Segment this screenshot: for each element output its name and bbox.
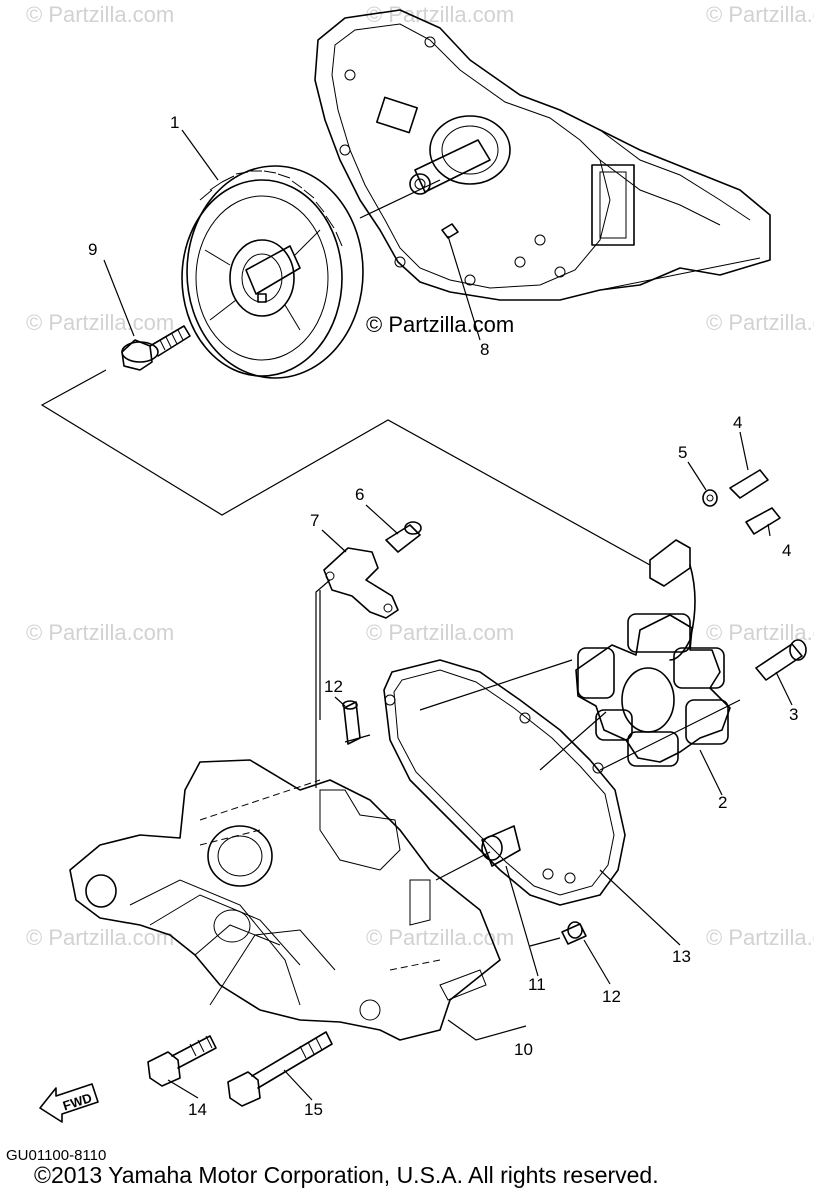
watermark: © Partzilla.com	[366, 2, 515, 27]
fwd-arrow-icon: FWD	[39, 1083, 99, 1123]
callout-leaders	[103, 129, 793, 1101]
watermark: © Partzilla.com	[706, 925, 814, 950]
watermark: © Partzilla.com	[26, 925, 175, 950]
stator	[575, 613, 807, 767]
callout-2: 2	[718, 793, 727, 812]
callout-12b: 12	[602, 987, 621, 1006]
callout-1: 1	[170, 113, 179, 132]
callout-11: 11	[528, 975, 546, 994]
watermark: © Partzilla.com	[26, 2, 175, 27]
dowel-pins	[342, 700, 587, 945]
callout-7: 7	[310, 511, 319, 530]
callout-15: 15	[304, 1100, 323, 1119]
callout-6: 6	[355, 485, 364, 504]
cover-bolts	[147, 1031, 333, 1107]
callout-3: 3	[789, 705, 798, 724]
copyright-notice: ©2013 Yamaha Motor Corporation, U.S.A. A…	[34, 1162, 659, 1188]
callout-5: 5	[678, 443, 687, 462]
gasket	[383, 659, 626, 906]
flywheel-bolt	[121, 325, 191, 371]
diagram-code: GU01100-8110	[6, 1147, 107, 1164]
watermark: © Partzilla.com	[366, 925, 515, 950]
callout-8: 8	[480, 340, 489, 359]
callout-9: 9	[88, 240, 97, 259]
callout-10: 10	[514, 1040, 533, 1059]
assembly-lines	[40, 179, 651, 566]
watermark: © Partzilla.com	[26, 620, 175, 645]
center-watermark: © Partzilla.com	[366, 312, 515, 337]
callout-12a: 12	[324, 677, 343, 696]
callout-14: 14	[188, 1100, 207, 1119]
crankcase-cover	[69, 579, 501, 1041]
watermark: © Partzilla.com	[26, 310, 175, 335]
lead-clamp	[649, 469, 781, 661]
callout-4b: 4	[782, 541, 791, 560]
engine-housing	[314, 9, 771, 301]
watermark: © Partzilla.com	[706, 310, 814, 335]
callouts: 1 9 8 4 5 6 7 4 12 3 2 13 11 12 10 14 15	[88, 113, 798, 1119]
collar	[481, 825, 521, 867]
pickup-coil	[323, 521, 422, 619]
watermark: © Partzilla.com	[366, 620, 515, 645]
flywheel	[181, 165, 364, 379]
watermark: © Partzilla.com	[706, 2, 814, 27]
callout-13: 13	[672, 947, 691, 966]
callout-4a: 4	[733, 413, 742, 432]
